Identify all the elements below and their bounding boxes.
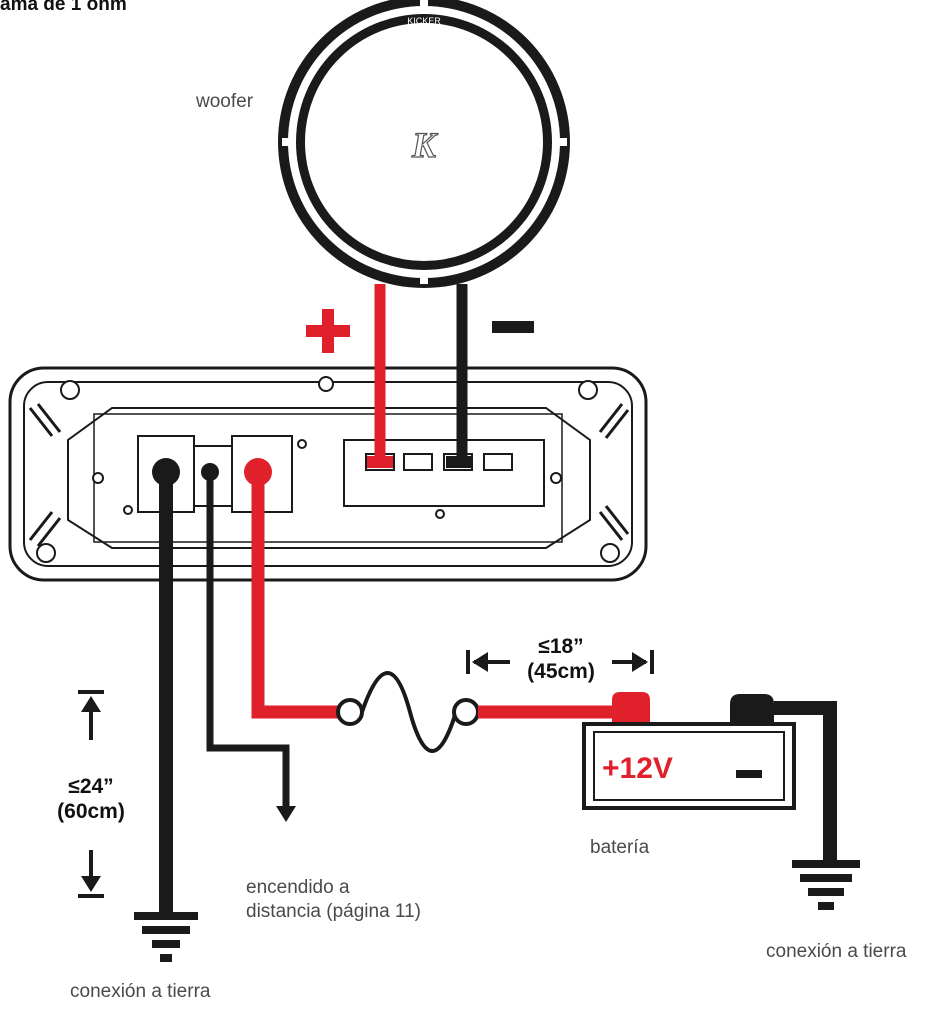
positive-symbol bbox=[306, 309, 350, 353]
battery-voltage-label: +12V bbox=[602, 752, 673, 785]
woofer-brand-text: KICKER bbox=[407, 16, 441, 26]
ground-symbol-left bbox=[134, 912, 198, 962]
battery bbox=[582, 722, 796, 810]
fuse-distance-label: ≤18” (45cm) bbox=[506, 634, 616, 684]
remote-arrow-icon bbox=[276, 806, 296, 822]
ground-label-left: conexión a tierra bbox=[70, 981, 211, 1002]
ground-distance-label: ≤24” (60cm) bbox=[36, 774, 146, 824]
negative-symbol bbox=[492, 321, 534, 333]
battery-label: batería bbox=[590, 837, 650, 858]
fuse-distance-arrows bbox=[466, 650, 654, 674]
amplifier bbox=[8, 366, 648, 582]
page-title: ama de 1 ohm bbox=[0, 0, 127, 15]
brand-logo: K bbox=[411, 125, 439, 165]
remote-label: encendido a distancia (página 11) bbox=[246, 876, 421, 924]
ground-distance-arrows bbox=[78, 690, 104, 898]
ground-distance-inches: ≤24” bbox=[68, 775, 114, 798]
ground-label-right: conexión a tierra bbox=[766, 941, 907, 962]
remote-label-line1: encendido a bbox=[246, 877, 350, 898]
speaker-negative-terminal bbox=[446, 456, 472, 468]
battery-negative-symbol bbox=[736, 770, 762, 778]
woofer-label: woofer bbox=[196, 91, 254, 112]
fuse-icon bbox=[336, 671, 480, 753]
ground-symbol-right bbox=[792, 860, 860, 910]
woofer-speaker: KICKER bbox=[278, 0, 570, 288]
fuse-distance-inches: ≤18” bbox=[538, 635, 584, 658]
remote-label-line2: distancia (página 11) bbox=[246, 900, 421, 922]
power-wire bbox=[251, 472, 342, 719]
fuse-distance-cm: (45cm) bbox=[527, 660, 595, 684]
remote-turn-on-wire bbox=[206, 472, 290, 808]
battery-ground-wire bbox=[774, 701, 837, 860]
speaker-positive-terminal bbox=[367, 456, 393, 468]
ground-distance-cm: (60cm) bbox=[57, 800, 125, 824]
